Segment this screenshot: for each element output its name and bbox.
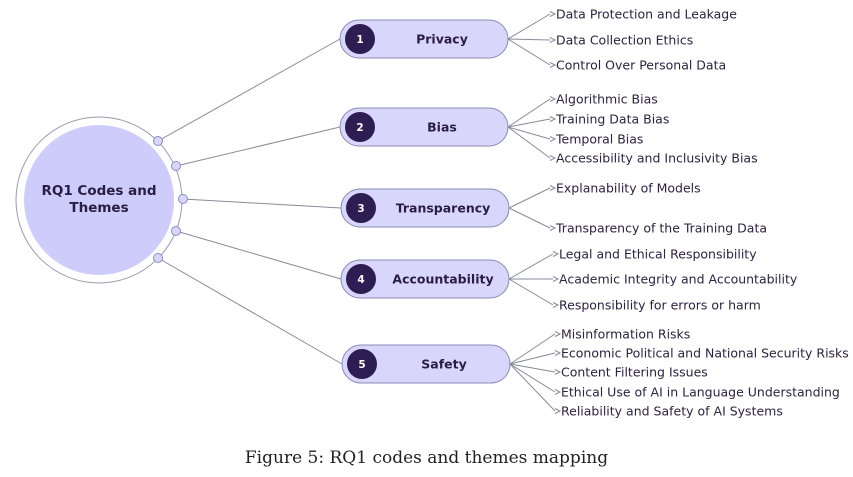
- code-label: Content Filtering Issues: [561, 365, 708, 380]
- branch-safety-4: [509, 363, 556, 412]
- arrowhead-icon: [549, 185, 557, 191]
- branch-bias-2: [507, 126, 551, 140]
- connector-dot-safety: [153, 253, 163, 263]
- arrowhead-icon: [552, 302, 560, 308]
- branch-safety-3: [509, 363, 556, 393]
- links-layer: [157, 38, 343, 365]
- arrowhead-icon: [549, 155, 557, 161]
- theme-number-badge-privacy: [345, 24, 375, 54]
- code-label: Data Collection Ethics: [556, 33, 693, 48]
- theme-number-badge-accountability: [346, 264, 376, 294]
- arrowhead-icon: [552, 251, 560, 257]
- link-transparency: [182, 198, 342, 209]
- theme-pill-bias: [339, 107, 509, 147]
- code-label: Legal and Ethical Responsibility: [559, 247, 757, 262]
- theme-pill-transparency: [340, 188, 510, 228]
- theme-pill-safety: [341, 344, 511, 384]
- branch-privacy-0: [507, 13, 551, 40]
- arrowhead-icon: [554, 389, 562, 395]
- theme-pill-privacy: [339, 19, 509, 59]
- code-label: Temporal Bias: [555, 132, 643, 147]
- center-circle: [24, 125, 174, 275]
- center-label-line1: RQ1 Codes and: [41, 183, 156, 199]
- branch-privacy-2: [507, 38, 551, 66]
- code-label: Misinformation Risks: [561, 327, 690, 342]
- link-accountability: [175, 230, 342, 280]
- branch-safety-1: [509, 352, 556, 365]
- theme-label-bias: Bias: [427, 120, 457, 135]
- figure-caption: Figure 5: RQ1 codes and themes mapping: [244, 448, 609, 468]
- code-label: Ethical Use of AI in Language Understand…: [561, 385, 840, 400]
- arrowhead-icon: [549, 96, 557, 102]
- code-label: Algorithmic Bias: [556, 92, 658, 107]
- code-label: Academic Integrity and Accountability: [559, 272, 798, 287]
- arrowhead-icon: [549, 37, 557, 43]
- theme-number-privacy: 1: [356, 34, 363, 46]
- arrowhead-icon: [549, 62, 557, 68]
- code-label: Explanability of Models: [556, 181, 701, 196]
- branch-transparency-1: [508, 207, 551, 229]
- arrowhead-icon: [549, 11, 557, 17]
- theme-number-badge-transparency: [346, 193, 376, 223]
- theme-number-accountability: 4: [357, 274, 364, 286]
- arrowhead-icon: [554, 331, 562, 337]
- branch-safety-2: [509, 363, 556, 373]
- arrowhead-icon: [554, 408, 562, 414]
- connector-dot-privacy: [153, 136, 163, 146]
- theme-number-badge-safety: [347, 349, 377, 379]
- branch-transparency-0: [508, 187, 551, 209]
- code-label: Accessibility and Inclusivity Bias: [556, 151, 758, 166]
- branch-safety-0: [509, 333, 556, 365]
- branch-privacy-1: [507, 38, 551, 41]
- theme-number-safety: 5: [358, 359, 365, 371]
- code-label: Training Data Bias: [555, 112, 669, 127]
- theme-label-transparency: Transparency: [396, 201, 491, 216]
- theme-label-accountability: Accountability: [392, 272, 493, 287]
- branch-bias-3: [507, 126, 551, 159]
- theme-number-bias: 2: [356, 122, 363, 134]
- connector-dot-bias: [171, 161, 181, 171]
- arrowhead-icon: [549, 136, 557, 142]
- arrowhead-icon: [554, 350, 562, 356]
- link-bias: [175, 126, 341, 167]
- arrowhead-icon: [552, 276, 560, 282]
- connector-dot-transparency: [178, 194, 188, 204]
- code-label: Economic Political and National Security…: [561, 346, 849, 361]
- branch-accountability-0: [508, 253, 554, 280]
- branch-bias-0: [507, 98, 551, 128]
- connector-dot-accountability: [171, 226, 181, 236]
- link-safety: [157, 257, 343, 365]
- code-label: Data Protection and Leakage: [556, 7, 737, 22]
- theme-number-badge-bias: [345, 112, 375, 142]
- code-label: Reliability and Safety of AI Systems: [561, 404, 783, 419]
- code-label: Control Over Personal Data: [556, 58, 726, 73]
- theme-pill-accountability: [340, 259, 510, 299]
- branch-accountability-2: [508, 278, 554, 306]
- arrowhead-icon: [549, 225, 557, 231]
- code-label: Responsibility for errors or harm: [559, 298, 761, 313]
- theme-label-safety: Safety: [421, 357, 466, 372]
- theme-label-privacy: Privacy: [416, 32, 468, 47]
- link-privacy: [157, 38, 341, 142]
- arrowhead-icon: [549, 116, 557, 122]
- theme-pills: 1 Privacy 2 Bias 3 Transparency 4 Accountabilit…: [339, 19, 511, 384]
- center-label-line2: Themes: [69, 200, 128, 216]
- connector-dots: [153, 136, 188, 263]
- arrowhead-icon: [554, 369, 562, 375]
- branch-bias-1: [507, 118, 551, 128]
- theme-number-transparency: 3: [357, 203, 364, 215]
- code-label: Transparency of the Training Data: [555, 221, 767, 236]
